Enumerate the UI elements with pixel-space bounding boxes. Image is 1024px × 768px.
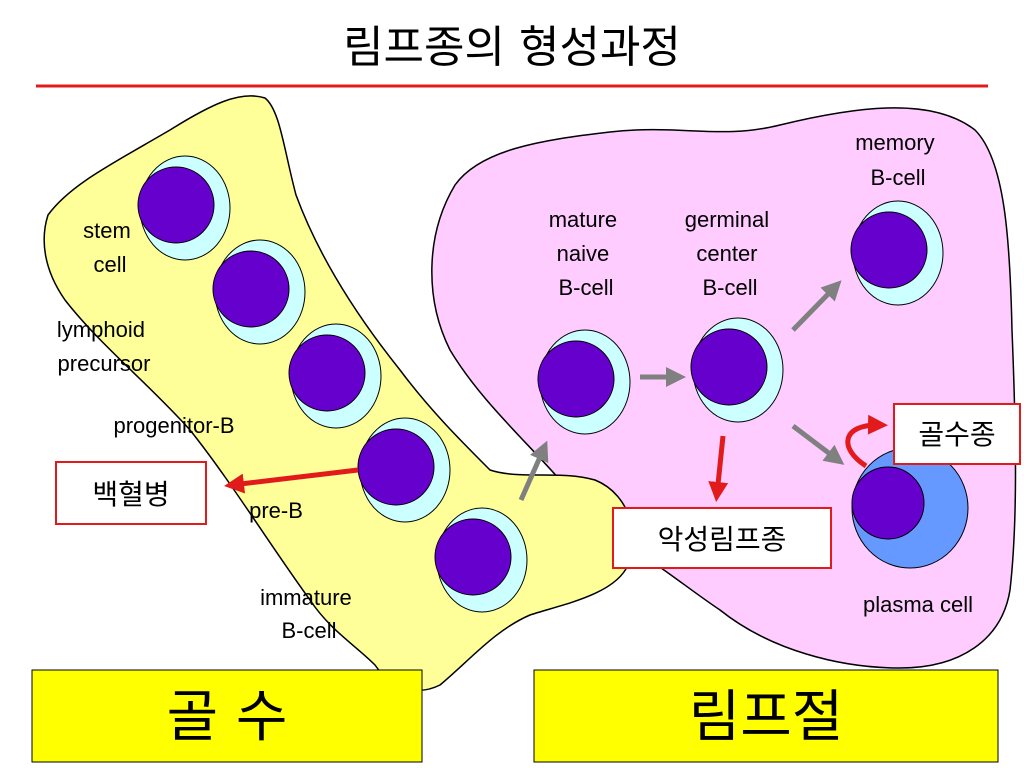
arrow-immature-to-mature — [518, 440, 549, 502]
svg-text:악성림프종: 악성림프종 — [658, 523, 787, 556]
svg-text:골 수: 골 수 — [167, 685, 288, 750]
svg-text:백혈병: 백혈병 — [92, 478, 169, 511]
label-plasma-cell: plasma cell — [863, 592, 973, 617]
label-memory-b: memory B-cell — [855, 130, 941, 190]
label-lymphoid-precursor: lymphoid precursor — [57, 317, 151, 376]
cell-germinal-center-b — [690, 317, 784, 423]
arrow-germinal-to-memory — [791, 280, 842, 332]
label-germinal-center-b: germinal center B-cell — [685, 207, 776, 300]
cell-memory-b — [850, 200, 944, 306]
footer-bone-marrow: 골 수 — [31, 669, 423, 763]
page-title: 림프종의 형성과정 — [343, 22, 681, 73]
arrow-to-leukemia — [224, 467, 359, 494]
arrow-to-myeloma — [845, 414, 888, 469]
arrow-germinal-to-plasma — [791, 424, 845, 465]
cell-lymphoid-precursor — [212, 239, 306, 345]
label-progenitor-b: progenitor-B — [113, 413, 234, 438]
footer-lymph-node: 림프절 — [533, 669, 999, 763]
label-mature-naive-b: mature naive B-cell — [549, 207, 624, 300]
svg-text:골수종: 골수종 — [918, 418, 995, 451]
cell-stem — [137, 155, 231, 261]
callout-myeloma: 골수종 — [893, 403, 1021, 465]
arrow-to-malignant-lymphoma — [708, 435, 729, 502]
callout-malignant-lymphoma: 악성림프종 — [612, 507, 832, 569]
cell-plasma — [851, 447, 969, 569]
cell-progenitor-b — [288, 323, 382, 429]
svg-text:림프절: 림프절 — [689, 685, 844, 750]
label-immature-b: immature B-cell — [260, 585, 358, 643]
label-pre-b: pre-B — [249, 498, 303, 523]
cell-mature-naive-b — [537, 329, 631, 435]
cell-pre-b — [357, 417, 451, 523]
cell-immature-b — [434, 507, 528, 613]
callout-leukemia: 백혈병 — [55, 461, 207, 525]
label-stem-cell: stem cell — [83, 218, 137, 277]
